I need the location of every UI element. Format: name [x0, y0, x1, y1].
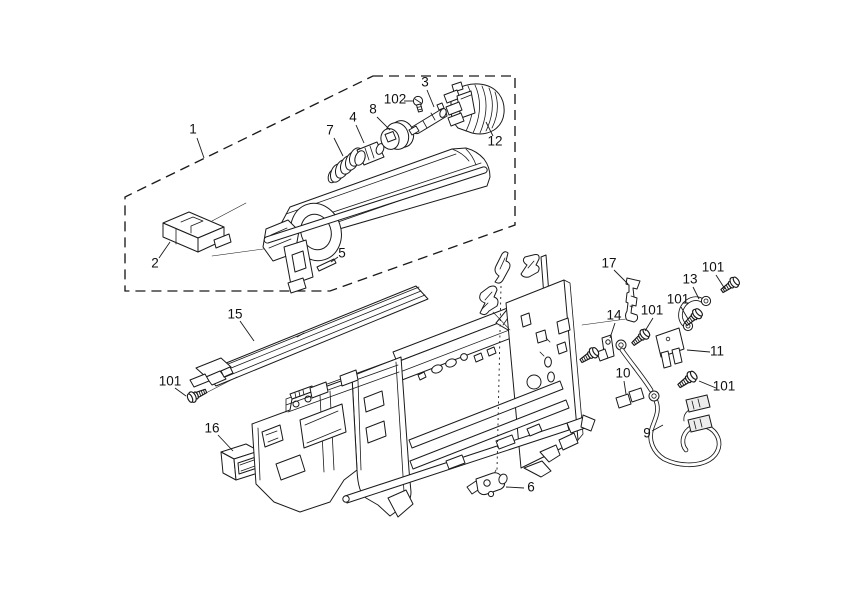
callout-leader-6-12	[505, 486, 525, 489]
part-2-bracket	[162, 211, 232, 253]
callout-leader-10-20	[623, 380, 627, 395]
part-7-spring	[327, 147, 364, 184]
callout-label-11-19: 11	[710, 344, 724, 359]
callout-label-17-13: 17	[601, 256, 616, 271]
callout-label-14-17: 14	[606, 308, 622, 323]
part-6-sensor	[466, 472, 508, 498]
callout-leader-101-16	[680, 306, 689, 320]
callout-label-5-8: 5	[338, 246, 346, 261]
part-11-plate-bracket	[655, 327, 685, 369]
part-102-screw	[412, 95, 424, 113]
callout-label-8-4: 8	[369, 102, 377, 117]
callout-label-3-6: 3	[421, 75, 429, 90]
callout-label-12-7: 12	[487, 134, 502, 149]
part-15-rail	[189, 285, 429, 397]
callout-leader-17-13	[613, 269, 629, 285]
callout-label-101-18: 101	[641, 303, 664, 318]
callout-leader-101-18	[644, 317, 654, 332]
callout-label-7-2: 7	[326, 123, 334, 138]
callout-leader-15-9	[239, 320, 255, 342]
callout-leader-11-19	[686, 349, 711, 353]
callout-label-15-9: 15	[227, 307, 242, 322]
callout-leader-9-22	[651, 424, 664, 432]
registration-shaft	[263, 166, 488, 244]
part-12-roller-clutch	[443, 81, 505, 135]
callout-leader-1-0	[196, 137, 205, 159]
chassis-frame	[251, 254, 596, 518]
callout-label-101-16: 101	[667, 292, 690, 307]
callout-label-2-1: 2	[151, 256, 159, 271]
part-10-clip	[615, 387, 645, 409]
part-4-bushing	[354, 141, 385, 166]
callout-leader-101-21	[698, 380, 717, 389]
callout-leader-7-2	[333, 137, 344, 157]
callout-label-4-3: 4	[349, 110, 357, 125]
part-3-clutch-shaft	[408, 102, 448, 136]
part-14-bracket	[596, 334, 627, 362]
callout-leader-4-3	[355, 124, 365, 144]
callout-label-6-12: 6	[527, 480, 535, 495]
callout-leader-13-14	[692, 286, 700, 300]
callout-leader-8-4	[376, 116, 391, 131]
callout-label-10-20: 10	[615, 366, 630, 381]
callout-label-9-22: 9	[643, 426, 651, 441]
callout-leader-5-8	[330, 256, 339, 263]
callout-label-16-11: 16	[204, 421, 219, 436]
roller-cover-assembly	[262, 147, 491, 294]
detail-boundary-dashed	[124, 75, 516, 292]
callout-label-13-14: 13	[682, 272, 697, 287]
callout-leader-101-10	[174, 387, 187, 397]
part-17-bracket	[581, 277, 641, 326]
callout-label-101-10: 101	[159, 374, 182, 389]
callout-leader-101-15	[715, 274, 726, 290]
spring-clips	[479, 251, 540, 477]
part-9-cable-harness	[619, 347, 722, 468]
part-8-pulley	[380, 120, 415, 150]
callout-leader-2-1	[158, 241, 171, 259]
callout-leader-3-6	[426, 89, 435, 108]
callout-label-101-15: 101	[702, 260, 725, 275]
callout-leader-12-7	[485, 121, 494, 137]
callout-label-101-21: 101	[713, 379, 736, 394]
callout-leader-16-11	[217, 434, 234, 452]
callout-label-102-5: 102	[384, 92, 407, 107]
callout-label-1-0: 1	[189, 122, 197, 137]
callout-leader-14-17	[609, 322, 616, 339]
